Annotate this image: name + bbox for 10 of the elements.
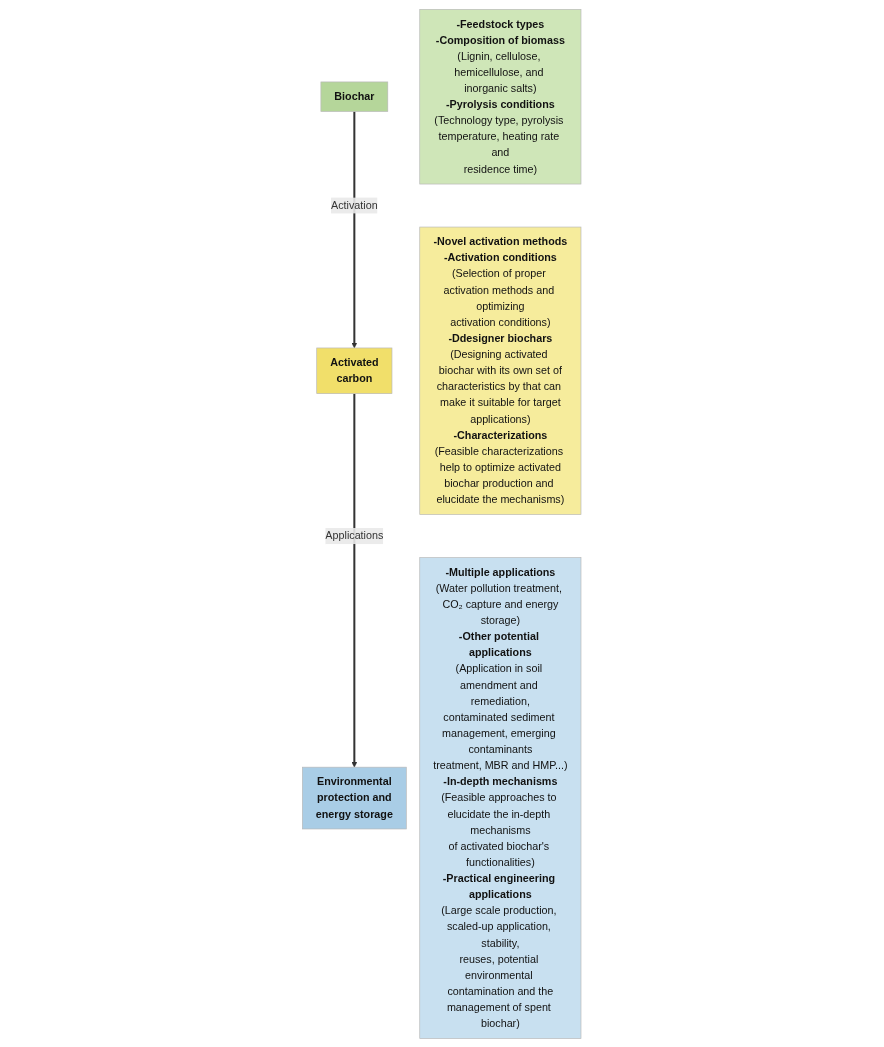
arrow [351, 393, 358, 767]
node-box: -Novel activation methods -Activation conditions (Selection of proper activation methods and optimizing activation conditions) -Ddesigner biochars (Designing activated biochar with its own set of characteristics by that can make it suitable for target applications) -Characterizations (Feasible characterizations help to optimize activated biochar production and elucidate the mechanisms) [419, 226, 582, 515]
node-box: Activated carbon [316, 347, 393, 394]
arrow [351, 111, 358, 348]
edge-label: Activation [331, 199, 378, 211]
node-box: Environmental protection and energy storage [302, 766, 407, 829]
node-box: Biochar [320, 81, 389, 112]
edge-label: Applications [325, 529, 384, 541]
node-box: -Feedstock types -Composition of biomass (Lignin, cellulose, hemicellulose, and inorganic salts) -Pyrolysis conditions (Technology type, pyrolysis temperature, heating rate and residence time) [419, 8, 582, 184]
node-box: -Multiple applications (Water pollution treatment, CO₂ capture and energy storage) -Other potential applications (Application in soil amendment and remediation, contaminated sediment management, emerging contaminants treatment, MBR and HMP...) -In-depth mechanisms (Feasible approaches to elucidate the in-depth mechanisms of activated biochar's functionalities) -Practical engineering applications (Large scale production, scaled-up application, stability, reuses, potential environmental contamination and the management of spent biochar) [419, 556, 582, 1039]
